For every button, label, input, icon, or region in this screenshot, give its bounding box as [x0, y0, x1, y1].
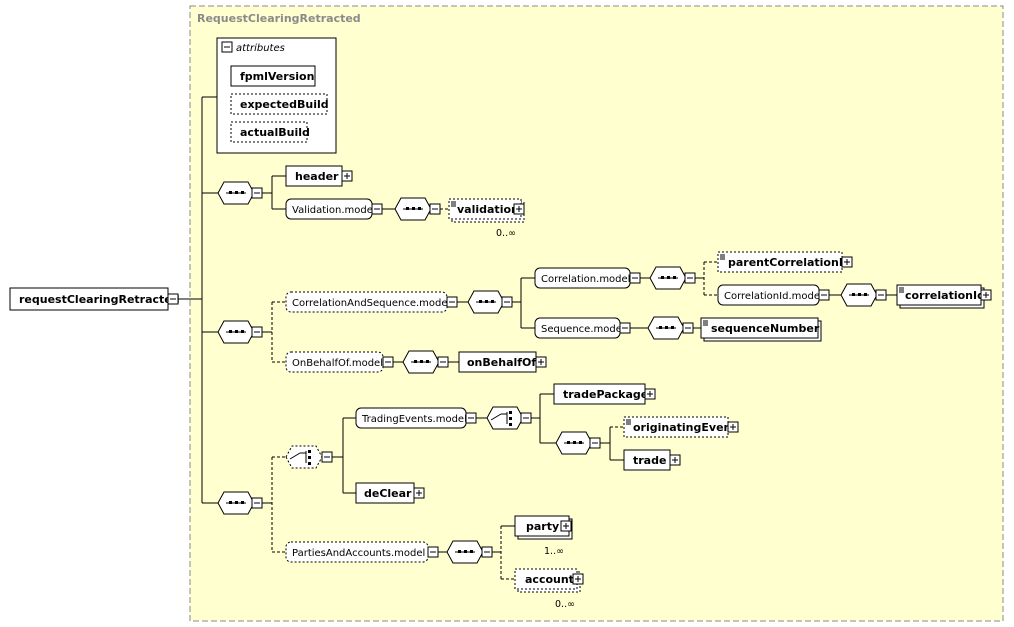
- collapse-icon[interactable]: [684, 272, 696, 284]
- group-correlation-id-model[interactable]: CorrelationId.model: [717, 284, 830, 306]
- element-on-behalf-of[interactable]: onBehalfOf: [458, 351, 547, 373]
- svg-text:trade: trade: [633, 454, 666, 467]
- svg-text:tradePackage: tradePackage: [563, 388, 648, 401]
- svg-text:Validation.model: Validation.model: [292, 205, 376, 216]
- expand-icon[interactable]: [413, 487, 425, 499]
- element-validation[interactable]: validation 0..∞: [448, 198, 525, 239]
- group-correlation-model[interactable]: Correlation.model: [534, 267, 641, 289]
- collapse-icon[interactable]: [481, 546, 493, 558]
- expand-icon[interactable]: [560, 520, 572, 532]
- svg-text:correlationId: correlationId: [905, 289, 985, 302]
- group-parties-and-accounts-model[interactable]: PartiesAndAccounts.model: [285, 541, 439, 563]
- svg-text:PartiesAndAccounts.model: PartiesAndAccounts.model: [292, 548, 425, 559]
- svg-text:sequenceNumber: sequenceNumber: [711, 322, 820, 335]
- svg-text:TradingEvents.model: TradingEvents.model: [361, 414, 467, 425]
- collapse-icon[interactable]: [682, 322, 694, 334]
- group-trading-events-model[interactable]: TradingEvents.model: [355, 407, 477, 429]
- svg-text:CorrelationId.model: CorrelationId.model: [724, 291, 823, 302]
- collapse-icon[interactable]: [382, 356, 394, 368]
- attribute-actualbuild[interactable]: actualBuild: [230, 121, 310, 143]
- svg-text:requestClearingRetracted: requestClearingRetracted: [19, 293, 180, 306]
- svg-text:validation: validation: [457, 203, 519, 216]
- svg-text:account: account: [525, 573, 574, 586]
- svg-text:CorrelationAndSequence.model: CorrelationAndSequence.model: [292, 298, 450, 309]
- element-de-clear[interactable]: deClear: [355, 482, 425, 504]
- svg-text:0..∞: 0..∞: [496, 228, 516, 239]
- svg-text:1..∞: 1..∞: [544, 546, 564, 557]
- element-party[interactable]: party 1..∞: [514, 515, 573, 557]
- element-correlation-id[interactable]: correlationId: [896, 284, 992, 309]
- group-on-behalf-of-model[interactable]: OnBehalfOf.model: [285, 351, 394, 373]
- expand-icon[interactable]: [644, 388, 656, 400]
- svg-text:actualBuild: actualBuild: [240, 126, 310, 139]
- svg-text:expectedBuild: expectedBuild: [240, 98, 329, 111]
- choice-compositor[interactable]: [285, 445, 333, 469]
- collapse-icon[interactable]: [589, 437, 601, 449]
- element-trade-package[interactable]: tradePackage: [553, 383, 656, 405]
- svg-text:0..∞: 0..∞: [555, 599, 575, 610]
- expand-icon[interactable]: [572, 573, 584, 585]
- svg-text:party: party: [526, 520, 559, 533]
- expand-icon[interactable]: [341, 170, 353, 182]
- collapse-icon[interactable]: [629, 272, 641, 284]
- collapse-icon[interactable]: [251, 497, 263, 509]
- group-correlation-and-sequence-model[interactable]: CorrelationAndSequence.model: [285, 291, 458, 313]
- collapse-icon[interactable]: [251, 187, 263, 199]
- collapse-icon[interactable]: [167, 293, 179, 305]
- expand-icon[interactable]: [669, 454, 681, 466]
- svg-text:deClear: deClear: [364, 487, 412, 500]
- choice-compositor[interactable]: [486, 406, 532, 430]
- expand-icon[interactable]: [727, 421, 739, 433]
- collapse-icon[interactable]: [619, 322, 631, 334]
- collapse-icon[interactable]: [501, 296, 513, 308]
- attribute-expectedbuild[interactable]: expectedBuild: [230, 93, 329, 115]
- collapse-icon[interactable]: [251, 326, 263, 338]
- collapse-icon[interactable]: [875, 289, 887, 301]
- expand-icon[interactable]: [980, 289, 992, 301]
- expand-icon[interactable]: [535, 356, 547, 368]
- svg-text:fpmlVersion: fpmlVersion: [240, 70, 314, 83]
- svg-text:attributes: attributes: [236, 43, 285, 54]
- root-element[interactable]: requestClearingRetracted: [9, 287, 180, 311]
- svg-text:Correlation.model: Correlation.model: [541, 274, 630, 285]
- connectors: [178, 96, 897, 580]
- collapse-icon[interactable]: [427, 546, 439, 558]
- collapse-icon[interactable]: [429, 203, 441, 215]
- svg-text:onBehalfOf: onBehalfOf: [467, 356, 536, 369]
- svg-text:parentCorrelationId: parentCorrelationId: [728, 256, 851, 269]
- expand-icon[interactable]: [841, 256, 853, 268]
- collapse-icon[interactable]: [321, 451, 333, 463]
- collapse-icon[interactable]: [371, 203, 383, 215]
- svg-text:header: header: [295, 170, 339, 183]
- group-sequence-model[interactable]: Sequence.model: [534, 317, 631, 339]
- element-account[interactable]: account 0..∞: [514, 568, 584, 610]
- element-sequence-number[interactable]: sequenceNumber: [700, 317, 822, 342]
- collapse-icon[interactable]: [221, 41, 233, 53]
- attribute-fpmlversion[interactable]: fpmlVersion: [230, 65, 316, 87]
- element-header[interactable]: header: [285, 165, 353, 187]
- attributes-group: attributes fpmlVersion expectedBuild act…: [216, 37, 337, 154]
- svg-text:originatingEvent: originatingEvent: [633, 421, 737, 434]
- element-trade[interactable]: trade: [623, 449, 681, 471]
- group-title: RequestClearingRetracted: [197, 12, 361, 25]
- collapse-icon[interactable]: [437, 356, 449, 368]
- collapse-icon[interactable]: [818, 289, 830, 301]
- svg-text:OnBehalfOf.model: OnBehalfOf.model: [292, 358, 383, 369]
- element-originating-event[interactable]: originatingEvent: [623, 416, 739, 438]
- collapse-icon[interactable]: [446, 296, 458, 308]
- collapse-icon[interactable]: [520, 412, 532, 424]
- collapse-icon[interactable]: [465, 412, 477, 424]
- group-validation-model[interactable]: Validation.model: [285, 198, 383, 220]
- element-parent-correlation-id[interactable]: parentCorrelationId: [717, 251, 853, 273]
- expand-icon[interactable]: [513, 203, 525, 215]
- svg-text:Sequence.model: Sequence.model: [541, 324, 625, 335]
